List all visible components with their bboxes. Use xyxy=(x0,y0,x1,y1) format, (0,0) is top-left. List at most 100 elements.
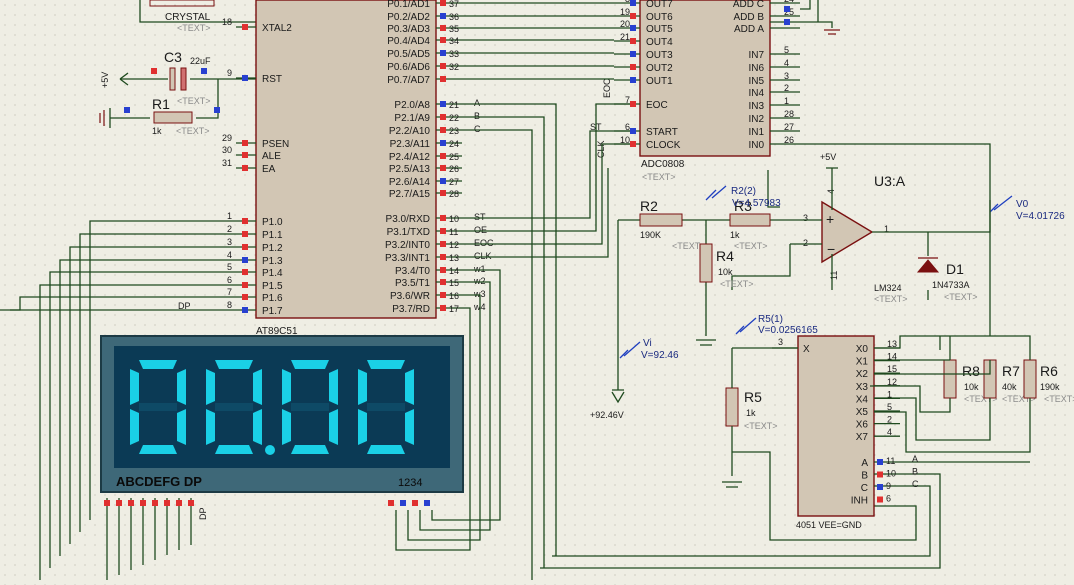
mcu-net-label: C xyxy=(474,124,481,134)
adc-pin-name: IN1 xyxy=(748,127,764,138)
mcu-pin-name: P0.4/AD4 xyxy=(387,36,430,47)
mcu-pin-terminal xyxy=(242,165,248,171)
adc-pin-name: IN3 xyxy=(748,101,764,112)
opamp-pin-1: 1 xyxy=(884,224,889,234)
adc-pin-number: 20 xyxy=(620,19,630,29)
segment xyxy=(282,369,291,405)
mcu-pin-name: XTAL2 xyxy=(262,23,292,34)
capacitor-c3[interactable]: C3 22uF <TEXT> xyxy=(151,49,211,106)
r2-value: 190K xyxy=(640,230,661,240)
reset-network: +5V xyxy=(99,72,256,128)
mcu-pin-name: P3.2/INT0 xyxy=(385,240,430,251)
dynamic-layer: XTAL218RST9PSEN29ALE30EA31P1.01P1.12P1.2… xyxy=(0,0,991,580)
mux-output-number: 4 xyxy=(887,427,892,437)
segment xyxy=(139,360,177,369)
mcu-pin-terminal xyxy=(242,257,248,263)
adc-pin-number: 19 xyxy=(620,7,630,17)
probe-vi[interactable]: Vi V=92.46 xyxy=(619,338,679,361)
mcu-net-label: w4 xyxy=(473,302,486,312)
segment xyxy=(139,403,177,411)
crystal[interactable]: CRYSTAL <TEXT> xyxy=(139,0,256,33)
segment xyxy=(291,360,329,369)
mcu-pin-terminal xyxy=(242,218,248,224)
display-seg-terminal xyxy=(116,500,122,506)
adc-pin-name: IN0 xyxy=(748,140,764,151)
probe-r5-1[interactable]: R5(1) V=0.0256165 xyxy=(735,314,818,336)
resistor-r8[interactable]: R8 10k <TEXT> xyxy=(943,359,998,404)
segment xyxy=(215,403,253,411)
opamp-pin-3: 3 xyxy=(803,213,808,223)
mcu-pin-terminal xyxy=(440,76,446,82)
mux-output-number: 15 xyxy=(887,364,897,374)
seven-segment-display[interactable]: ABCDEFG DP 1234 DP xyxy=(100,335,464,520)
mcu-pin-name: P0.6/AD6 xyxy=(387,62,430,73)
mcu-pin-number: 23 xyxy=(449,126,459,136)
r3-text: <TEXT> xyxy=(734,241,768,251)
adc-net-eoc: EOC xyxy=(602,78,612,98)
probe-v0[interactable]: V0 V=4.01726 xyxy=(989,195,1065,222)
mcu-pin-number: 12 xyxy=(449,240,459,250)
mcu-pin-terminal xyxy=(440,37,446,43)
mcu-pin-name: P1.7 xyxy=(262,306,283,317)
resistor-r2[interactable]: R2 190K <TEXT> xyxy=(639,198,706,251)
mcu-net-label: w2 xyxy=(473,276,486,286)
segment xyxy=(291,445,329,454)
display-digit-terminal xyxy=(400,500,406,506)
mcu-pin-terminal xyxy=(440,305,446,311)
mcu-pin-terminal xyxy=(440,127,446,133)
resistor-r6[interactable]: R6 190k <TEXT> xyxy=(1023,359,1074,404)
mcu-pin-name: P0.7/AD7 xyxy=(387,75,430,86)
opamp-supply: +5V xyxy=(820,152,836,162)
display-dp-label: DP xyxy=(198,507,208,520)
mcu-pin-name: P2.1/A9 xyxy=(394,113,430,124)
display-digit-terminal xyxy=(424,500,430,506)
segment xyxy=(282,409,291,445)
mcu-pin-number: 27 xyxy=(449,177,459,187)
adc-pin-number: 26 xyxy=(784,135,794,145)
mux-output-name: X6 xyxy=(856,420,869,431)
r7-value: 40k xyxy=(1002,382,1017,392)
mcu-pin-terminal xyxy=(440,140,446,146)
adc-pin-name: OUT4 xyxy=(646,37,673,48)
mcu-net-label: w1 xyxy=(473,264,486,274)
display-digit-terminal xyxy=(388,500,394,506)
mcu-at89c51[interactable]: AT89C51 DP xyxy=(178,0,437,337)
display-digits xyxy=(130,360,414,455)
resistor-r1[interactable]: R1 1k <TEXT> xyxy=(124,96,220,136)
mcu-pin-name: P2.4/A12 xyxy=(389,152,431,163)
resistor-r4[interactable]: R4 10k <TEXT> xyxy=(699,243,754,289)
segment xyxy=(358,369,367,405)
mcu-pin-number: 33 xyxy=(449,49,459,59)
adc-pin-name: ADD A xyxy=(734,24,764,35)
adc-pin-terminal xyxy=(630,13,636,19)
mux-ctrl-net: B xyxy=(912,467,918,477)
mux-4051[interactable]: 4051 VEE=GND xyxy=(796,335,875,530)
c3-text: <TEXT> xyxy=(177,96,211,106)
mcu-pin-terminal xyxy=(440,292,446,298)
probe-r2-2[interactable]: R2(2) V=4.57983 xyxy=(705,185,781,209)
r5-value: 1k xyxy=(746,408,756,418)
mux-ctrl-name: B xyxy=(861,471,868,482)
mcu-pin-name: P0.3/AD3 xyxy=(387,24,430,35)
resistor-r7[interactable]: R7 40k <TEXT> xyxy=(983,359,1036,404)
resistor-r5[interactable]: R5 1k <TEXT> xyxy=(725,387,778,431)
mcu-pin-name: P1.1 xyxy=(262,230,283,241)
mcu-pin-number: 24 xyxy=(449,139,459,149)
mux-output-name: X1 xyxy=(856,357,869,368)
opamp-pin-4: 4 xyxy=(826,189,836,194)
adc-pin-number: 7 xyxy=(625,95,630,105)
r8-text: <TEXT> xyxy=(964,394,998,404)
adc-pin-name: IN7 xyxy=(748,50,764,61)
opamp-u3a[interactable]: + − U3:A LM324 <TEXT> +5V 3 2 1 4 11 xyxy=(803,152,908,304)
resistor-r3[interactable]: R3 1k <TEXT> xyxy=(729,198,771,251)
mcu-pin-name: ALE xyxy=(262,151,281,162)
mux-name: 4051 VEE=GND xyxy=(796,520,862,530)
r4-text: <TEXT> xyxy=(720,279,754,289)
mcu-pin-name: P3.6/WR xyxy=(390,291,430,302)
zener-d1[interactable]: D1 1N4733A <TEXT> xyxy=(916,257,978,302)
mcu-pin-terminal xyxy=(242,269,248,275)
bus-wire xyxy=(431,269,501,521)
bus-wire xyxy=(462,103,557,556)
adc0808[interactable]: ADC0808 <TEXT> EOC ST CLK xyxy=(590,0,771,182)
mcu-pin-name: P3.0/RXD xyxy=(386,214,430,225)
